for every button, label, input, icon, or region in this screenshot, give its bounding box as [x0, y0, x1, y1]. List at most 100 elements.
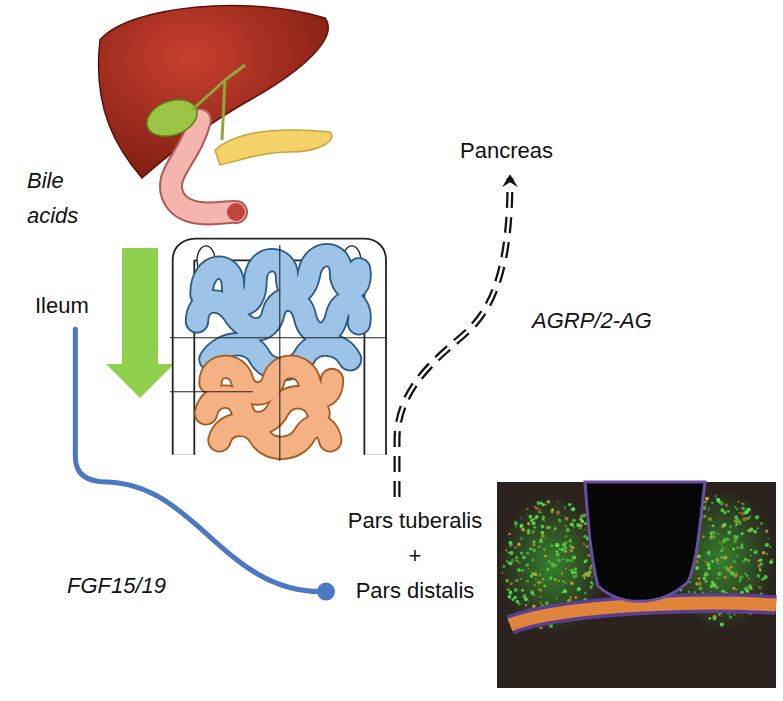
fluorescence-speckle — [583, 543, 585, 545]
fluorescence-speckle — [734, 614, 736, 616]
arrowhead — [502, 174, 518, 187]
fluorescence-speckle — [753, 530, 757, 534]
fluorescence-speckle — [720, 549, 723, 552]
fluorescence-speckle — [697, 582, 701, 586]
fluorescence-speckle — [712, 524, 715, 527]
hormone-line — [75, 329, 324, 591]
fluorescence-speckle — [536, 507, 539, 510]
fluorescence-speckle — [744, 510, 748, 514]
fluorescence-speckle — [528, 601, 530, 603]
fluorescence-speckle — [571, 571, 574, 574]
fluorescence-speckle — [542, 578, 545, 581]
fluorescence-speckle — [711, 583, 714, 586]
fluorescence-speckle — [766, 553, 768, 555]
fluorescence-speckle — [734, 520, 736, 522]
fluorescence-speckle — [740, 545, 744, 549]
fluorescence-speckle — [570, 559, 573, 562]
fluorescence-speckle — [720, 556, 723, 559]
fluorescence-speckle — [585, 573, 588, 576]
fluorescence-speckle — [771, 559, 773, 561]
intestine-illustration — [170, 245, 386, 461]
fluorescence-speckle — [748, 578, 750, 580]
fluorescence-speckle — [559, 548, 561, 550]
fluorescence-speckle — [514, 521, 518, 525]
fluorescence-speckle — [736, 589, 738, 591]
fluorescence-speckle — [754, 552, 756, 554]
organ-label: Ileum — [35, 288, 89, 323]
fluorescence-speckle — [748, 559, 751, 562]
fluorescence-speckle — [585, 545, 588, 548]
fluorescence-speckle — [568, 503, 571, 506]
fluorescence-speckle — [541, 582, 543, 584]
fluorescence-speckle — [743, 586, 747, 590]
fluorescence-speckle — [522, 528, 524, 530]
fluorescence-speckle — [568, 539, 572, 543]
fluorescence-speckle — [558, 519, 562, 523]
connector — [397, 174, 518, 497]
fluorescence-speckle — [592, 583, 595, 586]
fluorescence-speckle — [708, 567, 711, 570]
fluorescence-speckle — [556, 597, 558, 599]
fluorescence-speckle — [712, 531, 716, 535]
organ-label: Pars tuberalis + Pars distalis — [340, 503, 490, 609]
fluorescence-speckle — [586, 573, 590, 577]
fluorescence-speckle — [565, 568, 567, 570]
fluorescence-speckle — [521, 528, 525, 532]
fluorescence-speckle — [564, 550, 567, 553]
fluorescence-speckle — [563, 589, 567, 593]
fluorescence-speckle — [713, 617, 716, 620]
fluorescence-speckle — [758, 586, 761, 589]
fluorescence-speckle — [532, 543, 535, 546]
fluorescence-speckle — [533, 572, 537, 576]
fluorescence-speckle — [587, 554, 591, 558]
fluorescence-speckle — [746, 574, 749, 577]
fluorescence-speckle — [736, 546, 739, 549]
fluorescence-speckle — [520, 527, 522, 529]
fluorescence-speckle — [551, 545, 553, 547]
fluorescence-speckle — [535, 578, 537, 580]
fluorescence-speckle — [532, 521, 536, 525]
fluorescence-speckle — [739, 512, 741, 514]
fluorescence-speckle — [533, 594, 535, 596]
fluorescence-speckle — [725, 504, 728, 507]
fluorescence-speckle — [539, 539, 543, 543]
fluorescence-speckle — [556, 553, 560, 557]
fluorescence-speckle — [741, 532, 744, 535]
fluorescence-speckle — [704, 574, 706, 576]
fluorescence-speckle — [583, 535, 587, 539]
fluorescence-speckle — [543, 584, 546, 587]
fluorescence-speckle — [565, 525, 567, 527]
fluorescence-speckle — [741, 545, 743, 547]
fluorescence-speckle — [533, 526, 536, 529]
fluorescence-speckle — [520, 551, 523, 554]
fluorescence-speckle — [520, 524, 522, 526]
fluorescence-speckle — [541, 531, 545, 535]
fluorescence-speckle — [555, 543, 559, 547]
fluorescence-speckle — [564, 506, 566, 508]
fluorescence-speckle — [707, 509, 709, 511]
fluorescence-speckle — [744, 572, 747, 575]
fluorescence-speckle — [520, 517, 522, 519]
fluorescence-speckle — [514, 547, 516, 549]
fluorescence-speckle — [508, 595, 512, 599]
fluorescence-speckle — [570, 522, 574, 526]
fluorescence-speckle — [760, 522, 763, 525]
fluorescence-speckle — [699, 586, 703, 590]
fluorescence-speckle — [564, 547, 567, 550]
fluorescence-speckle — [570, 549, 573, 552]
fluorescence-speckle — [734, 515, 738, 519]
fluorescence-speckle — [517, 568, 521, 572]
fluorescence-speckle — [569, 544, 573, 548]
fluorescence-speckle — [561, 592, 563, 594]
fluorescence-speckle — [744, 558, 747, 561]
fluorescence-speckle — [714, 495, 716, 497]
node-text: Pars tuberalis + Pars distalis — [340, 503, 490, 609]
fluorescence-speckle — [545, 504, 547, 506]
fluorescence-speckle — [553, 530, 555, 532]
fluorescence-speckle — [727, 530, 731, 534]
fluorescence-speckle — [704, 572, 708, 576]
fluorescence-speckle — [537, 501, 541, 505]
fluorescence-speckle — [571, 507, 575, 511]
fluorescence-speckle — [515, 525, 517, 527]
fluorescence-speckle — [705, 497, 709, 501]
